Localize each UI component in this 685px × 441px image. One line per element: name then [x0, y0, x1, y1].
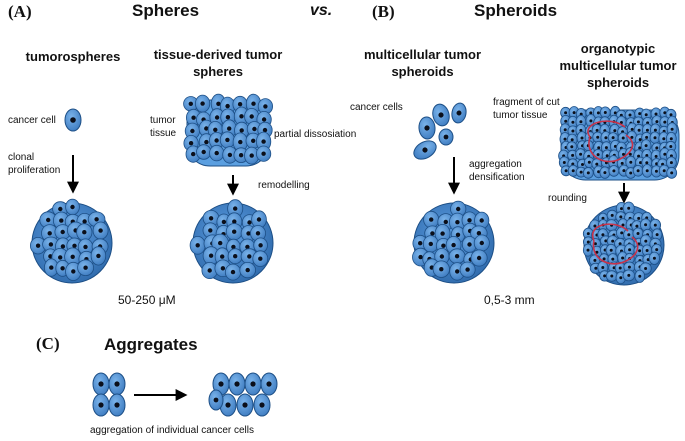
tumor-tissue-label: tumor tissue [150, 115, 177, 139]
sphere-cell [90, 246, 107, 266]
blood-vessel [587, 120, 634, 163]
sphere-cell [648, 251, 660, 265]
tissue-cell [244, 146, 260, 165]
sphere-cell [582, 227, 594, 240]
individual-cells-group [92, 372, 126, 417]
sphere-cell [582, 243, 594, 257]
sphere-cell [432, 260, 450, 278]
tissue-cell [641, 163, 653, 178]
sphere-cell [448, 248, 466, 264]
sphere-cell [239, 262, 256, 279]
sphere-cell [423, 210, 440, 229]
sphere-cell [252, 250, 269, 267]
partial-dissociation-label: partial dissosiation [274, 129, 357, 140]
cancer-cell-label: cancer cell [8, 115, 56, 126]
sphere-cell [474, 211, 490, 230]
tissue-cell [195, 94, 211, 113]
tissue-derived-sphere [189, 199, 274, 284]
sphere-cell [622, 269, 636, 282]
tissue-cell [196, 144, 212, 160]
remodelling-label: remodelling [258, 180, 310, 191]
single-cancer-cell [64, 108, 82, 132]
tumor-tissue-fragment [183, 93, 274, 167]
tissue-cell [666, 156, 677, 169]
organotypic-spheroid [582, 201, 665, 286]
tissue-cell [632, 164, 644, 177]
fragment-tissue-label: fragment of cut tumor tissue [493, 97, 560, 121]
cut-tumor-tissue-fragment [558, 105, 680, 181]
sphere-cell [43, 258, 59, 277]
tissue-cell [183, 96, 199, 112]
blood-vessel [591, 223, 639, 265]
sphere-cell [65, 198, 80, 216]
sphere-cell [450, 200, 467, 218]
panel-c-title: Aggregates [104, 335, 198, 354]
tissue-cell [599, 106, 611, 119]
sphere-cell [76, 223, 93, 242]
sphere-cell [65, 261, 82, 281]
panel-a-letter: (A) [8, 2, 32, 21]
sphere-cell [639, 218, 652, 232]
sphere-cell [189, 236, 206, 255]
tumorosphere [29, 198, 113, 284]
sphere-cell [605, 270, 618, 282]
sphere-cell [459, 261, 476, 278]
sphere-cell [224, 263, 242, 281]
sphere-cell [227, 248, 243, 265]
spheres-size-range: 50-250 μM [118, 293, 176, 307]
panel-c-letter: (C) [36, 334, 60, 353]
sphere-cell [29, 236, 47, 255]
aggregation-caption: aggregation of individual cancer cells [90, 425, 254, 436]
aggregate-cluster [208, 372, 278, 417]
aggregation-densification-label: aggregation densification [469, 159, 525, 183]
spheroids-size-range: 0,5-3 mm [484, 293, 535, 307]
panel-a-title: Spheres [132, 1, 200, 20]
sphere-cell [92, 221, 109, 240]
multicellular-spheroid [412, 200, 495, 284]
sphere-cell [634, 269, 646, 283]
sphere-cell [64, 247, 82, 267]
tissue-derived-title: tissue-derived tumor spheres [153, 47, 283, 79]
tissue-cell [666, 166, 678, 179]
tissue-cell [608, 165, 620, 177]
tissue-cell [255, 145, 272, 162]
panel-b-letter: (B) [372, 2, 395, 21]
rounding-label: rounding [548, 193, 587, 204]
tissue-cell [222, 146, 238, 164]
sphere-cell [649, 218, 661, 232]
organotypic-title: organotypic multicellular tumor spheroid… [559, 41, 677, 90]
tissue-cell [582, 167, 594, 179]
sphere-cell [225, 223, 243, 241]
tissue-cell [567, 125, 579, 137]
loose-cancer-cells [413, 102, 467, 160]
tissue-cell [219, 131, 235, 149]
multicellular-title: multicellular tumor spheroids [363, 47, 482, 79]
cancer-cells-label: cancer cells [350, 102, 403, 113]
sphere-cell [473, 234, 490, 252]
tumorospheres-title: tumorospheres [25, 49, 121, 64]
panel-b-title: Spheroids [474, 1, 558, 20]
sphere-cell [470, 249, 488, 267]
tissue-cell [651, 165, 662, 178]
clonal-proliferation-label: clonal proliferation [8, 152, 61, 176]
tissue-cell [665, 140, 677, 153]
tissue-cell [209, 144, 225, 162]
tissue-cell [599, 166, 611, 179]
sphere-cell [77, 259, 95, 277]
vs-label: vs. [310, 2, 333, 19]
